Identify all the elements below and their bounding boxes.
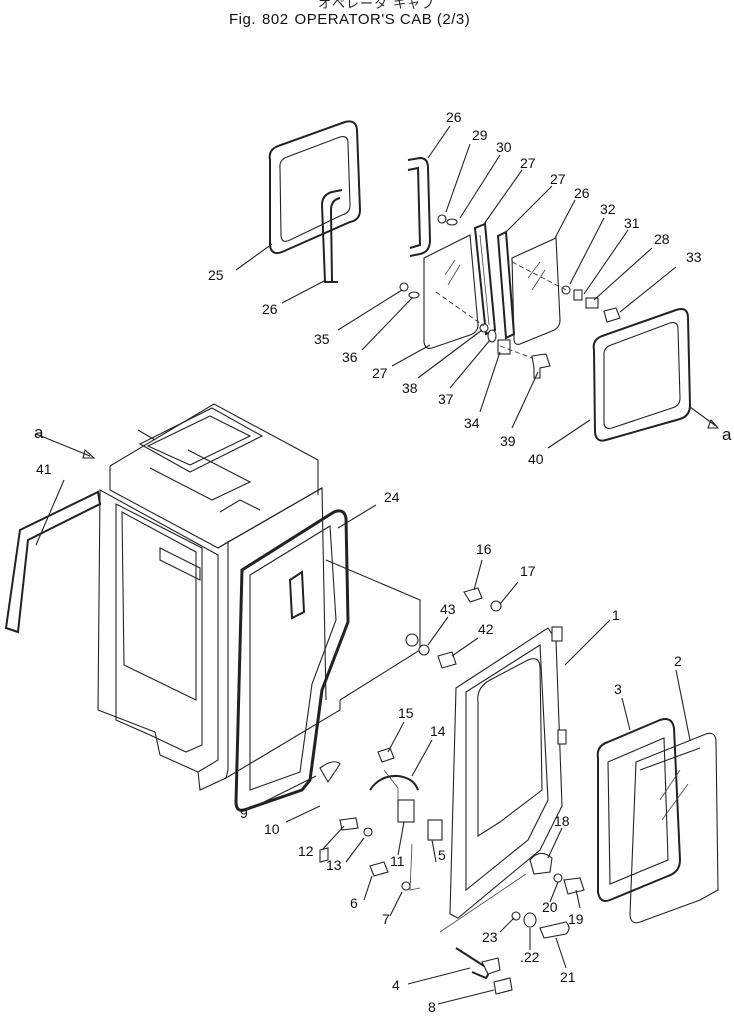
title-text: OPERATOR'S CAB (2/3) <box>294 11 471 28</box>
window-frame-42 <box>592 308 720 442</box>
callout-9: 9 <box>240 805 248 821</box>
door-1 <box>449 626 567 919</box>
upper-dash-lines <box>435 261 567 359</box>
leader-lines <box>35 125 691 1005</box>
callout-7: 7 <box>382 911 390 927</box>
sliding-glass-27-left <box>423 234 479 349</box>
callout-22: .22 <box>520 949 540 965</box>
callout-31: 29 <box>472 127 488 143</box>
figure-header: オペレータ キャブ Fig. 802 OPERATOR'S CAB (2/3) <box>0 0 734 34</box>
callout-27-right: 26 <box>574 185 590 201</box>
callout-24: 24 <box>384 489 400 505</box>
callout-38: 36 <box>342 349 358 365</box>
rail-29 <box>496 230 516 340</box>
callout-30: 28 <box>654 231 670 247</box>
figure-title: Fig. 802 OPERATOR'S CAB (2/3) <box>229 11 476 28</box>
callout-14: 14 <box>430 723 446 739</box>
callout-19: 19 <box>568 911 584 927</box>
rail-28 <box>473 222 497 336</box>
fig-label: Fig. <box>229 11 257 28</box>
callout-2: 2 <box>674 653 682 669</box>
callout-15: 15 <box>398 705 414 721</box>
fig-number: 802 <box>262 11 289 28</box>
callout-11: 11 <box>390 853 405 869</box>
callout-40: 38 <box>402 380 418 396</box>
callout-16: 16 <box>476 541 492 557</box>
small-parts-upper <box>399 214 621 379</box>
handle-26-right <box>407 156 432 257</box>
callout-28: 27 <box>520 155 536 171</box>
callout-labels: 26 29 30 27 27 26 32 31 28 33 25 26 35 3… <box>36 109 702 1015</box>
glass-2 <box>629 732 719 924</box>
cab-body <box>97 403 421 791</box>
callout-4: 4 <box>392 977 400 993</box>
lower-hardware <box>319 587 585 995</box>
callout-27-left: 27 <box>372 365 388 381</box>
callout-29: 27 <box>550 171 566 187</box>
callout-18: 18 <box>554 813 570 829</box>
callout-34: 32 <box>600 201 616 217</box>
callout-42: 40 <box>528 451 544 467</box>
callout-44: 42 <box>478 621 494 637</box>
view-marker-right: a <box>722 425 732 444</box>
callout-1: 1 <box>612 607 620 623</box>
callout-10: 10 <box>264 821 280 837</box>
callout-45: 43 <box>440 601 456 617</box>
callout-25: 25 <box>208 267 224 283</box>
callout-3: 3 <box>614 681 622 697</box>
callout-37: 35 <box>314 331 330 347</box>
callout-6: 6 <box>350 895 358 911</box>
callout-35: 33 <box>686 249 702 265</box>
callout-26-left: 26 <box>262 301 278 317</box>
callout-12: 12 <box>298 843 314 859</box>
callout-39: 37 <box>438 391 454 407</box>
callout-43: 41 <box>36 461 52 477</box>
callout-33: 31 <box>624 215 640 231</box>
callout-41: 39 <box>500 433 516 449</box>
callout-21: 21 <box>560 969 576 985</box>
upper-window-frame-25 <box>268 120 362 255</box>
sliding-glass-27-right <box>511 237 561 345</box>
callout-32: 30 <box>496 139 512 155</box>
handle-26-left <box>320 189 343 283</box>
frame-3 <box>596 718 682 902</box>
callout-13: 13 <box>326 857 342 873</box>
callout-8: 8 <box>428 999 436 1015</box>
callout-17: 17 <box>520 563 536 579</box>
callout-26-top: 26 <box>446 109 462 125</box>
callout-23: 23 <box>482 929 498 945</box>
callout-36: 34 <box>464 415 480 431</box>
callout-20: 20 <box>542 899 558 915</box>
rear-window-43 <box>4 490 102 634</box>
callout-5: 5 <box>438 847 446 863</box>
japanese-title: オペレータ キャブ <box>318 0 436 12</box>
door-seal-24 <box>234 509 350 812</box>
view-marker-left: a <box>34 423 44 442</box>
